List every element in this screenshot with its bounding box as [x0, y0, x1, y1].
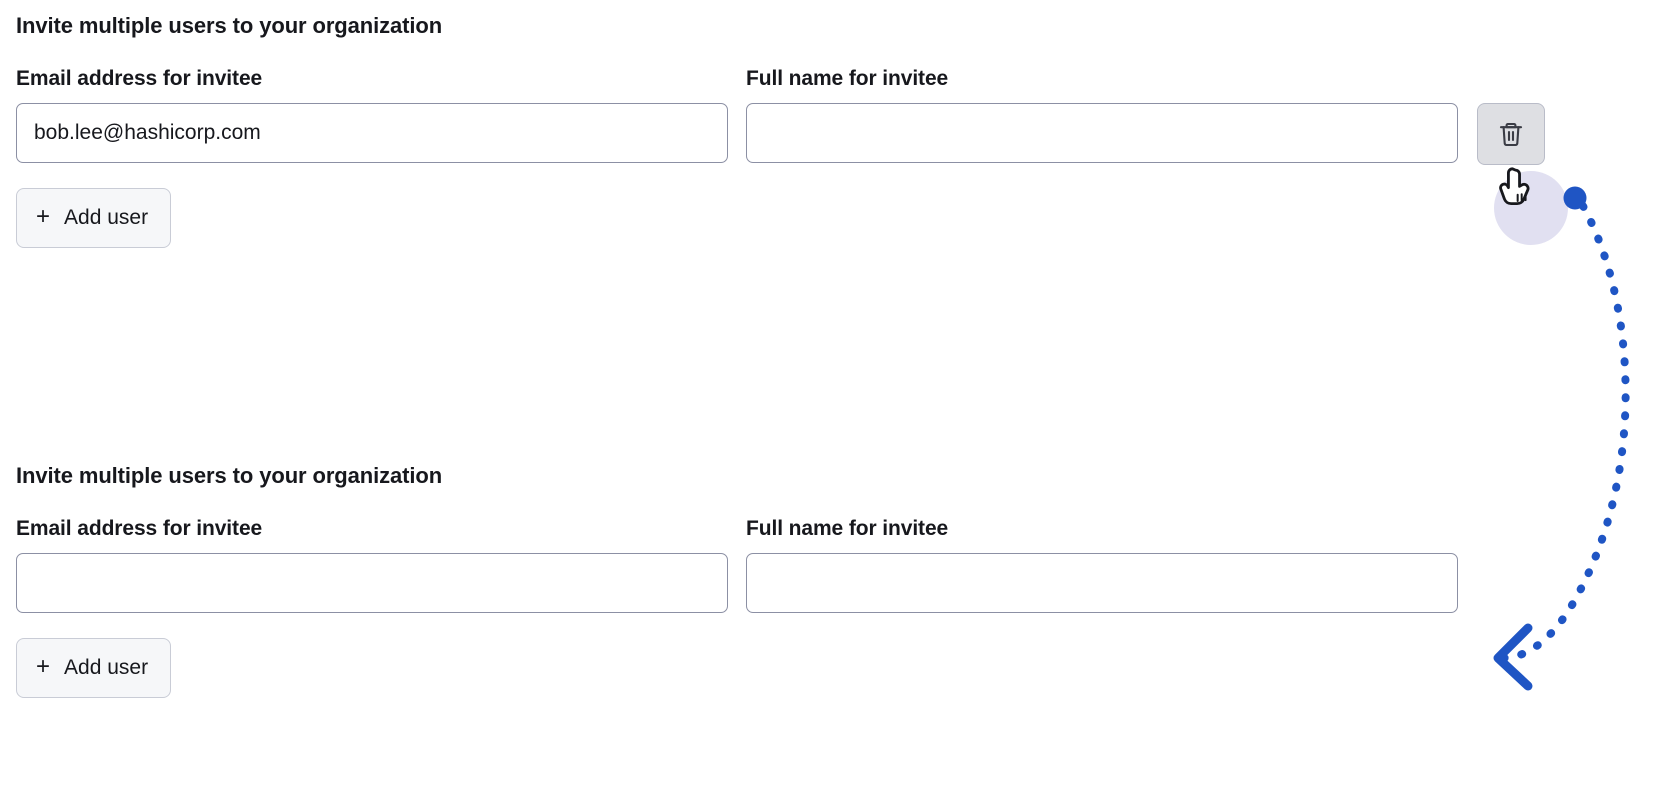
invite-section-1: Invite multiple users to your organizati… — [16, 12, 1656, 248]
fullname-field-group: Full name for invitee — [746, 66, 1458, 163]
fullname-input[interactable] — [746, 553, 1458, 613]
email-field-label: Email address for invitee — [16, 67, 263, 90]
add-user-button-label: Add user — [64, 656, 149, 679]
email-input[interactable] — [16, 103, 728, 163]
email-field-label: Email address for invitee — [16, 517, 263, 540]
trash-icon — [1498, 120, 1524, 148]
add-user-button[interactable]: + Add user — [16, 188, 172, 248]
plus-icon: + — [36, 653, 51, 680]
add-user-button[interactable]: + Add user — [16, 638, 172, 698]
fullname-field-label: Full name for invitee — [746, 517, 949, 540]
email-field-group: Email address for invitee — [16, 516, 728, 613]
add-user-button-label: Add user — [64, 206, 149, 229]
email-field-group: Email address for invitee — [16, 66, 728, 163]
email-input[interactable] — [16, 553, 728, 613]
plus-icon: + — [36, 203, 51, 230]
invitee-field-row: Email address for invitee Full name for … — [16, 516, 1656, 616]
invite-section-2: Invite multiple users to your organizati… — [16, 462, 1656, 698]
section-heading: Invite multiple users to your organizati… — [16, 13, 443, 38]
invitee-field-row: Email address for invitee Full name for … — [16, 66, 1656, 166]
section-heading: Invite multiple users to your organizati… — [16, 463, 443, 488]
delete-invitee-button[interactable] — [1477, 103, 1545, 165]
fullname-field-label: Full name for invitee — [746, 67, 949, 90]
fullname-field-group: Full name for invitee — [746, 516, 1458, 613]
fullname-input[interactable] — [746, 103, 1458, 163]
